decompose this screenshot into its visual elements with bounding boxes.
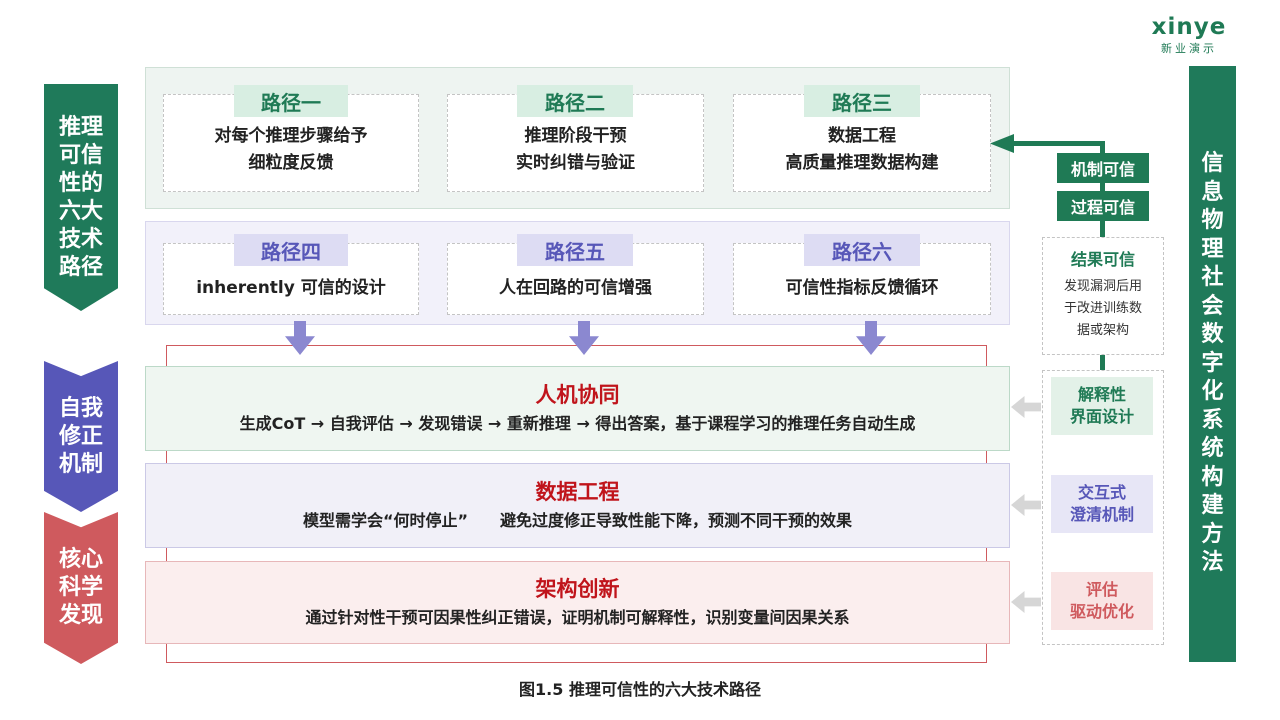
label-process-trust: 过程可信 — [1057, 191, 1149, 221]
item-eval-driven: 评估驱动优化 — [1051, 572, 1153, 630]
result-trust-box: 结果可信 发现漏洞后用 于改进训练数 据或架构 — [1042, 237, 1164, 355]
path-tag-1: 路径一 — [234, 85, 348, 117]
left-label-six-paths: 推理可信性的六大技术路径 — [44, 84, 118, 311]
path-tag-2: 路径二 — [517, 85, 633, 117]
band-data-engineering: 数据工程 模型需学会“何时停止” 避免过度修正导致性能下降，预测不同干预的效果 — [145, 463, 1010, 548]
item-interactive-clarification: 交互式澄清机制 — [1051, 475, 1153, 533]
left-arrow-icon — [1011, 591, 1041, 613]
left-label-self-correction: 自我修正机制 — [44, 361, 118, 512]
path-tag-6: 路径六 — [804, 234, 920, 266]
path-tag-3: 路径三 — [804, 85, 920, 117]
left-arrow-icon — [1011, 494, 1041, 516]
left-label-core-discovery: 核心科学发现 — [44, 512, 118, 664]
connector-line — [1100, 141, 1105, 238]
band-human-machine: 人机协同 生成CoT → 自我评估 → 发现错误 → 重新推理 → 得出答案，基… — [145, 366, 1010, 451]
connector-line — [1012, 141, 1105, 146]
connector-line — [1100, 354, 1105, 372]
label-mechanism-trust: 机制可信 — [1057, 153, 1149, 183]
item-explainability: 解释性界面设计 — [1051, 377, 1153, 435]
figure-caption: 图1.5 推理可信性的六大技术路径 — [519, 680, 761, 699]
brand-logo: xinye — [1151, 14, 1227, 40]
left-arrow-icon — [1011, 396, 1041, 418]
path-tag-4: 路径四 — [234, 234, 348, 266]
band-architecture: 架构创新 通过针对性干预可因果性纠正错误，证明机制可解释性，识别变量间因果关系 — [145, 561, 1010, 644]
path-tag-5: 路径五 — [517, 234, 633, 266]
right-vertical-title: 信息物理社会数字化系统构建方法 — [1189, 66, 1236, 662]
brand-logo-subtitle: 新业演示 — [1161, 42, 1217, 55]
